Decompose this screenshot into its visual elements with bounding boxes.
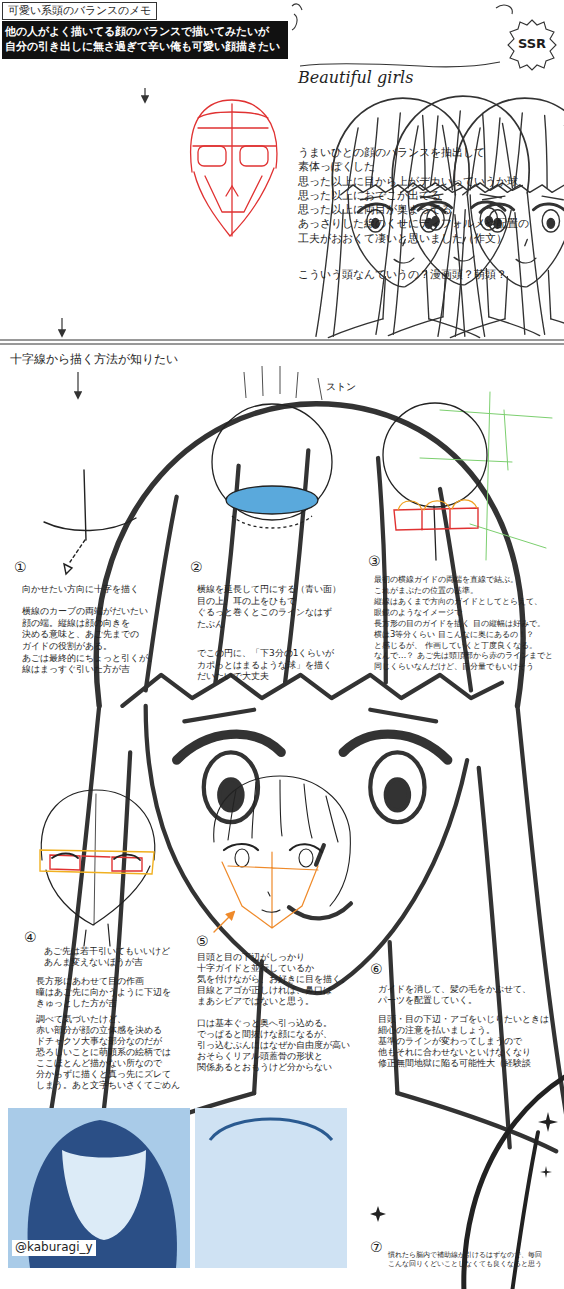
blue-panel (8, 1108, 190, 1268)
red-eye-rectangles (50, 855, 142, 871)
note-text: うまいひとの顔のバランスを抽出して 素体っぽくした 思った以上に目から上がデカい… (298, 146, 542, 246)
blue-plane (226, 486, 318, 514)
page-title: 可愛い系頭のバランスのメモ (2, 2, 157, 20)
nose-mouth (262, 892, 280, 912)
section-heading: 十字線から描く方法が知りたい (10, 352, 240, 368)
step-text: あご先は若干引いてもいいけど あんま変えないほうが吉 (44, 946, 172, 968)
speed-lines (318, 378, 322, 400)
horizontal-guide (44, 518, 136, 531)
step-text: 目頭・目の下辺・アゴをいじりたいときは 細心の注意を払いましょう。 基準のライン… (378, 1014, 558, 1069)
blue-panel (195, 1108, 347, 1268)
step-text: 最初の横線ガイドの両端を直線で結ぶ。 これがまぶたの位置の基準。 縦線はあくまで… (374, 574, 560, 672)
red-head-structure (191, 100, 277, 236)
bangs (228, 780, 338, 842)
header-doodles (292, 4, 564, 338)
eye-lids (224, 844, 322, 852)
down-arrow (77, 372, 78, 398)
sample-illustrations (8, 1108, 564, 1289)
center-line (231, 104, 232, 236)
neck (84, 924, 110, 946)
step-text: ガイドを消して、髪の毛をかぶせて、 パーツを配置していく。 (378, 984, 558, 1006)
step-text: 長方形にあわせて目の作画 瞳はあご先に向かうように下辺を きゅっとした方が吉 (36, 976, 182, 1009)
lower-arc (232, 516, 312, 528)
banner-box: 他の人がよく描いてる顔のバランスで描いてみたいが 自分の引き出しに無さ過ぎて辛い… (2, 21, 288, 59)
banner-text: 他の人がよく描いてる顔のバランスで描いてみたいが 自分の引き出しに無さ過ぎて辛い… (5, 25, 285, 55)
sound-effect: ストン (326, 380, 370, 393)
center-line (94, 794, 96, 925)
step-text: 目頭と目の下辺がしっかり 十字ガイドと並行しているか 気を付けながら、お好きに目… (197, 952, 355, 1007)
green-guides (420, 392, 552, 560)
step-number: ② (190, 558, 212, 576)
sparkle (538, 1112, 558, 1132)
step-text: 向かせたい方向に十字を描く (22, 584, 172, 596)
scribble (496, 5, 512, 14)
eye-guide-drawing (383, 392, 552, 560)
eye-socket (240, 146, 268, 166)
down-arrow (144, 88, 145, 102)
face-guide-drawing (40, 790, 155, 946)
ribbon (210, 1119, 332, 1140)
eye-socket (198, 146, 226, 166)
ssr-badge (508, 20, 556, 70)
vertical-guide (434, 506, 436, 560)
nose-plane (226, 186, 238, 196)
sphere-drawing (212, 366, 332, 528)
step-number: ③ (368, 552, 390, 570)
step-text: でこの円に、「下3分の1くらいが カポっとはまるような球」を描く だいたいで大丈… (197, 648, 359, 683)
cross-guide (44, 470, 136, 574)
head-circle (383, 403, 487, 507)
skull-outline (191, 100, 277, 172)
step-text: 口は基本ぐっと奥へ引っ込める。 でっぱると間抜けな顔になるが、 引っ込むぶんには… (197, 1018, 355, 1073)
chin-guide (70, 540, 85, 562)
sparkle (540, 1166, 552, 1178)
jaw-outline (46, 866, 150, 925)
note-text: こういう頭なんていうの？漫画頭？萌頭？ (298, 268, 548, 282)
orange-guides (222, 852, 318, 928)
red-eye-rectangles (394, 508, 478, 530)
step-text: 横線を延長して円にする（青い面） 目の上、耳の上をひもで ぐるっと巻くとこのライ… (197, 584, 359, 631)
head-sphere (212, 404, 332, 520)
vertical-guide (84, 470, 86, 540)
step-number: ⑥ (370, 960, 392, 978)
face-eyes-drawing (214, 776, 351, 932)
down-arrow (61, 318, 62, 336)
iris (299, 849, 313, 867)
red-bridge (82, 856, 110, 857)
badge-text: SSR (514, 36, 550, 53)
cheek-planes (205, 176, 262, 212)
step-number: ④ (24, 928, 46, 946)
step-number: ⑤ (196, 932, 218, 950)
skull-outline (41, 790, 155, 860)
frame-scribble (292, 4, 302, 30)
orange-lids (398, 500, 477, 510)
sparkles (370, 1112, 558, 1222)
handwritten-caption: Beautiful girls (298, 68, 498, 89)
step-text: 慣れたら脳内で補助線が引けるはずなので、毎回 こんな回りくどいことしなくても良く… (388, 1250, 560, 1269)
section-divider (0, 340, 564, 344)
watermark: @kaburagi_y (12, 1240, 96, 1256)
step-text: 調べて気づいたけど、 赤い部分が顔の立体感を決める ドチャクソ大事な部分なのだが… (36, 1014, 182, 1091)
head-outline (214, 776, 351, 906)
speed-lines (244, 366, 298, 398)
iris (235, 849, 249, 867)
eye-band (40, 850, 154, 874)
step-text: 横線のカーブの両端がだいたい 顔の端。縦線は顔の向きを 決める意味と、あご先まで… (22, 606, 167, 676)
chin-mark (64, 564, 72, 574)
callout-arrow (214, 912, 234, 932)
jaw-outline (194, 168, 274, 236)
eye-lids (52, 854, 140, 861)
forehead-line (198, 127, 268, 128)
face-area (62, 1150, 146, 1240)
sparkle (370, 1206, 386, 1222)
step-number: ① (14, 558, 36, 576)
underline-scribble (300, 62, 500, 67)
brow-plane (198, 112, 268, 118)
